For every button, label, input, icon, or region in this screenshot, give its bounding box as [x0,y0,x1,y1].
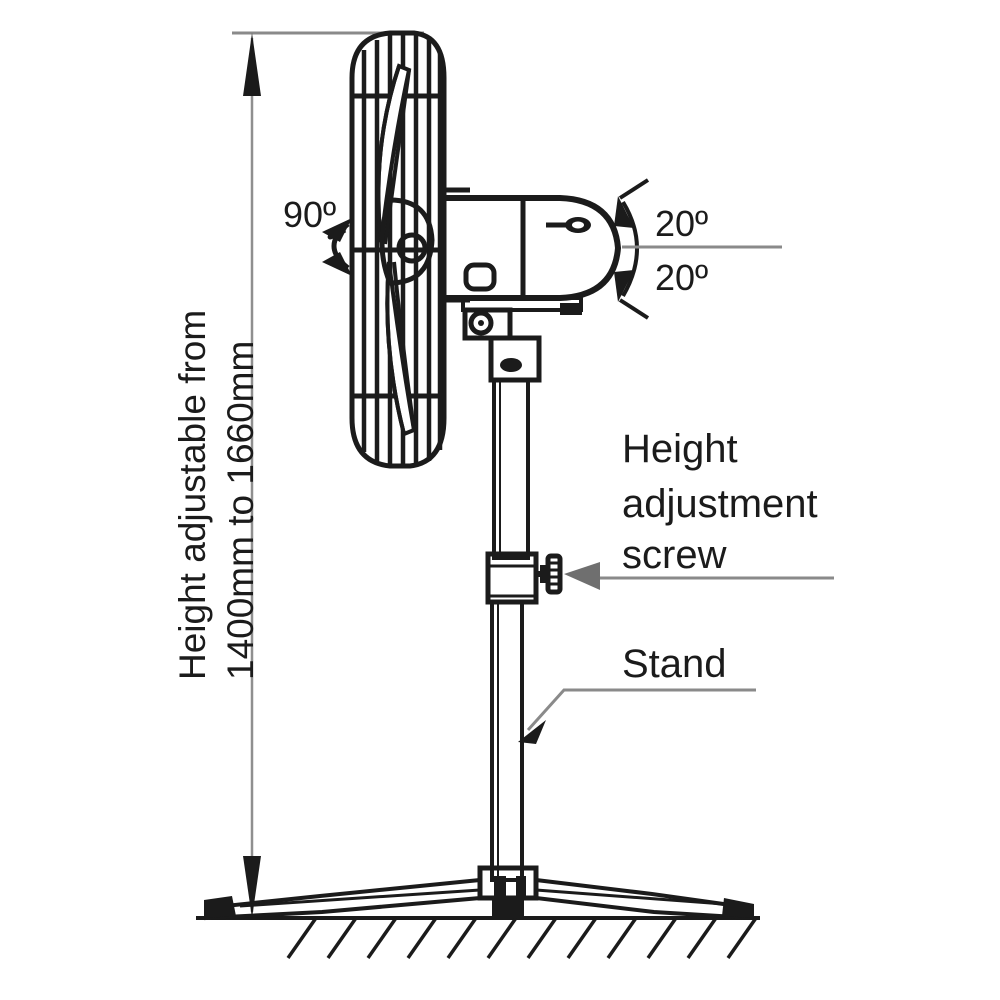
tilt-arrow-up [614,196,634,228]
height-dimension-label-line1: Height adjustable from [172,310,213,680]
height-dimension-label: Height adjustable from 1400mm to 1660mm [172,310,261,680]
fan-hub [379,197,435,286]
rotation-arrow-90 [322,218,352,276]
height-adjust-collar [485,551,539,605]
angle-label-20-up: 20º [655,203,708,244]
motor-yoke [461,296,583,341]
motor-housing [440,195,622,341]
screw-label-line2: adjustment [622,482,818,526]
height-dimension-label-line2: 1400mm to 1660mm [220,341,261,680]
height-dimension-line [243,33,261,918]
screw-label-line1: Height [622,427,738,471]
foot-right [722,898,754,918]
angle-label-20-down: 20º [655,257,708,298]
callout-height-adjustment-screw: Height adjustment screw [564,427,834,590]
upper-pole [488,335,542,560]
floor-hatching [286,916,758,960]
screw-leader-arrow [564,562,600,590]
switch-lever [546,217,591,233]
lower-pole [490,600,524,882]
base-stand [204,865,754,921]
foot-left [204,896,236,918]
stand-label: Stand [622,642,727,686]
callout-stand: Stand [518,642,756,744]
dimension-arrow-down [243,856,261,918]
stand-leader-line [526,688,756,732]
thumb-screw[interactable] [536,553,563,595]
tilt-arc-20 [614,178,650,320]
angle-label-90: 90º [283,194,336,235]
stand-leader-arrow [518,720,546,744]
fan-guard-cage [349,30,470,469]
fan-blade [376,63,417,437]
dimension-arrow-up [243,33,261,96]
control-button [463,262,497,292]
tilt-arrow-down [614,270,634,302]
screw-label-line3: screw [622,533,727,577]
